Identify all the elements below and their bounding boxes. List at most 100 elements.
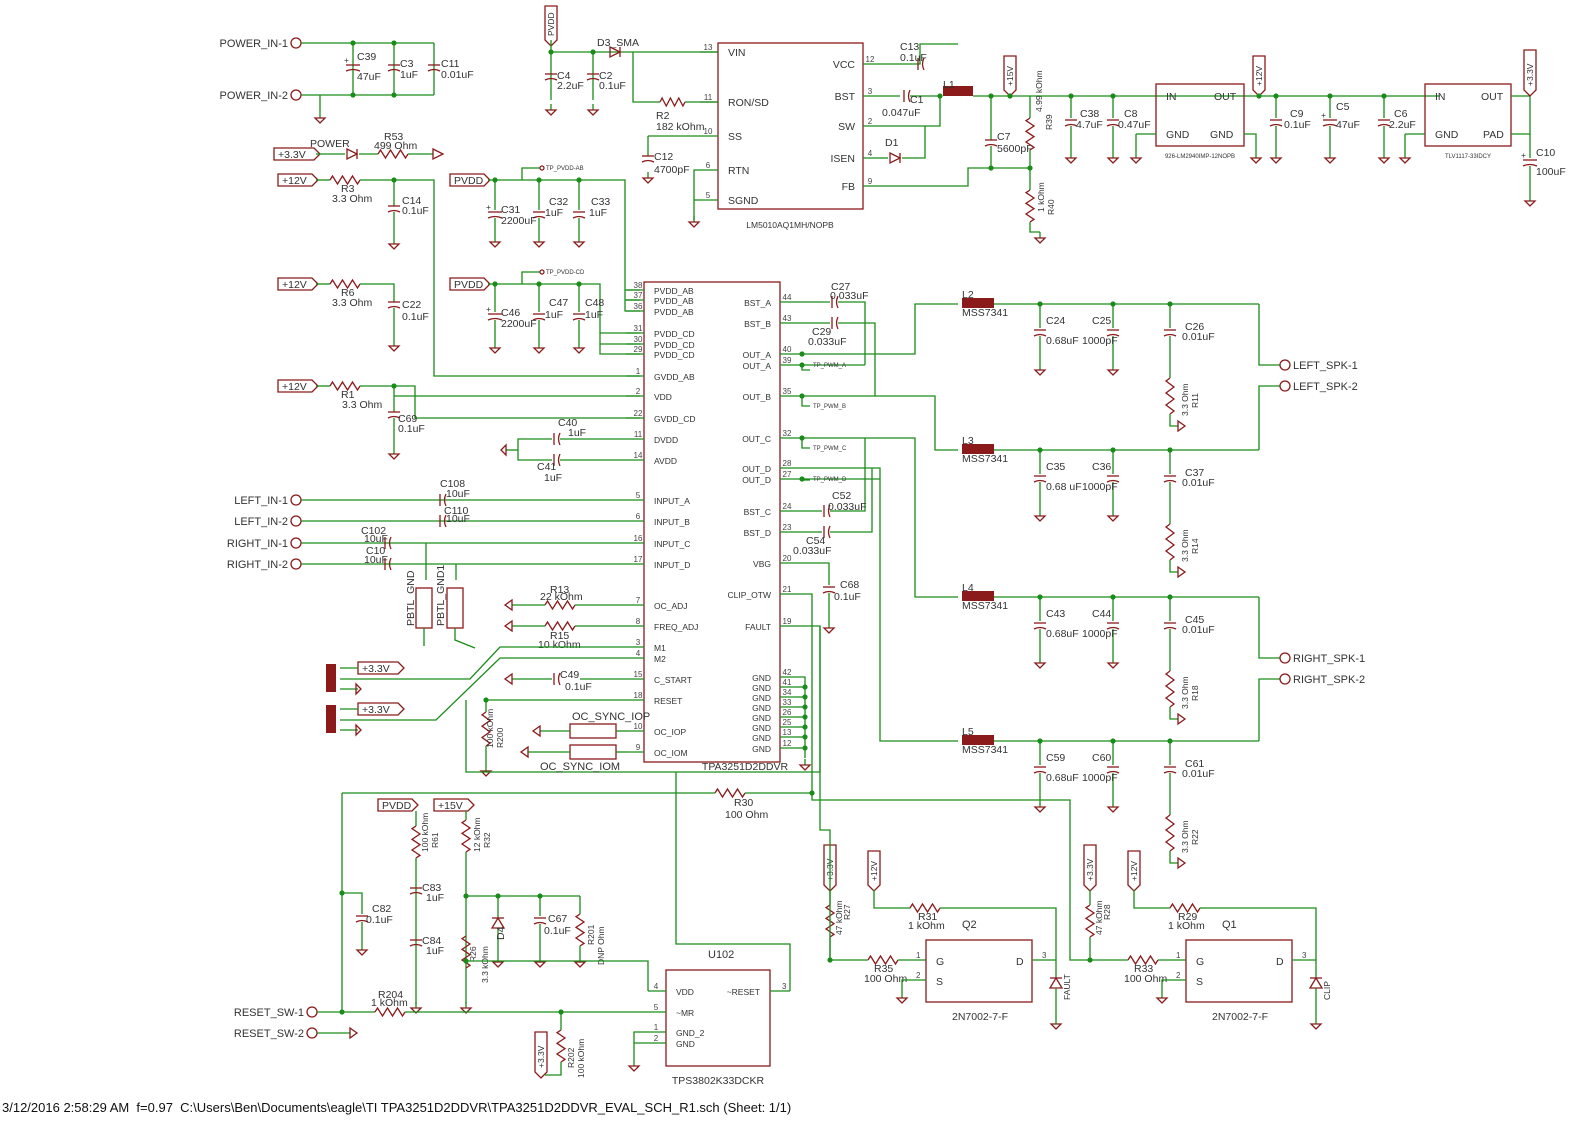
label: 3.3 Ohm — [332, 193, 373, 205]
ground-icon — [387, 345, 401, 352]
ground-icon — [1129, 157, 1143, 164]
pin-number: 5 — [636, 491, 641, 500]
ground-icon — [1249, 157, 1263, 164]
pin-number: 20 — [783, 554, 792, 563]
label: 1uF — [400, 69, 418, 81]
snubber-resistor — [1164, 523, 1176, 561]
supply-label: +12V — [869, 861, 879, 881]
supply-label: +3.3V — [278, 149, 306, 161]
pulldown-label: R27 — [842, 904, 852, 920]
capacitor — [388, 536, 392, 550]
r39-resistor — [1024, 117, 1036, 151]
label: R30 — [734, 797, 753, 809]
label: 1 kOhm — [1168, 920, 1205, 932]
label: C33 — [591, 196, 610, 208]
tps3802-part: TPS3802K33DCKR — [672, 1075, 765, 1087]
junction-dot — [339, 1009, 345, 1015]
pin-name: SGND — [728, 195, 759, 207]
label: 5600pF — [997, 143, 1033, 155]
arrow-icon — [432, 147, 445, 161]
pin-name: SW — [838, 121, 855, 133]
ground-icon — [572, 347, 586, 354]
junction-dot — [802, 734, 808, 740]
capacitor — [1033, 770, 1047, 774]
label: 0.033uF — [793, 545, 832, 557]
junction-dot — [350, 40, 356, 46]
tp-pwm-a: TP_PWM_A — [813, 363, 846, 369]
label: C110 — [444, 505, 468, 517]
r32-label: R32 — [482, 832, 492, 848]
ground-icon — [500, 443, 507, 457]
wire — [902, 126, 926, 159]
pin-number: 19 — [783, 617, 792, 626]
pin-name: GND — [676, 1039, 695, 1049]
electrolytic-capacitor — [345, 68, 361, 72]
pin-name: FB — [842, 181, 855, 193]
pin-name: INPUT_D — [654, 560, 690, 570]
label: R35 — [874, 963, 893, 975]
label: C36 — [1092, 461, 1111, 473]
pulldown-value: 47 kOhm — [834, 901, 844, 936]
wire — [819, 626, 831, 960]
snubber-value: 3.3 Ohm — [1180, 676, 1190, 709]
ground-icon — [1106, 157, 1120, 164]
electrolytic-capacitor — [487, 317, 503, 321]
wire — [360, 385, 640, 419]
wire — [454, 628, 476, 649]
wire — [838, 322, 876, 396]
pin-name: OC_IOM — [654, 748, 688, 758]
r3-resistor — [329, 174, 361, 186]
speaker-pad — [1279, 652, 1291, 664]
label: 4700pF — [654, 164, 690, 176]
label: 1uF — [544, 472, 562, 484]
ground-icon — [488, 347, 502, 354]
label: R1 — [341, 389, 355, 401]
capacitor — [1106, 479, 1120, 483]
pin-number: 9 — [636, 743, 641, 752]
pin-name: GND — [752, 703, 771, 713]
lm5010-part: LM5010AQ1MH/NOPB — [746, 220, 834, 230]
label: 100 Ohm — [725, 809, 768, 821]
ground-icon — [1033, 662, 1047, 669]
capacitor — [409, 891, 423, 895]
label: 0.01uF — [1182, 768, 1215, 780]
reset-sw-2-pad — [306, 1027, 318, 1039]
junction-dot — [802, 684, 808, 690]
input-pad — [290, 537, 302, 549]
label: 3 — [1302, 951, 1307, 960]
capacitor — [984, 143, 998, 147]
label: C32 — [549, 196, 568, 208]
label: 499 Ohm — [374, 140, 417, 152]
label: C38 — [1080, 108, 1099, 120]
ground-icon — [355, 723, 362, 737]
pin-name: GND — [752, 673, 771, 683]
inductor-value: MSS7341 — [962, 453, 1008, 465]
power-in-2-pad — [290, 89, 302, 101]
label: D — [1016, 956, 1024, 968]
pin-number: 12 — [783, 739, 792, 748]
pin-name: GND — [752, 723, 771, 733]
label: C22 — [402, 299, 421, 311]
pin-name: PVDD_CD — [654, 350, 695, 360]
capacitor — [1163, 770, 1177, 774]
pin-name: ISEN — [830, 153, 855, 165]
led-icon — [1308, 976, 1324, 989]
r15-resistor — [544, 620, 576, 632]
capacitor — [387, 209, 401, 213]
label: GND — [1166, 129, 1190, 141]
u102-ref: U102 — [708, 949, 734, 961]
pin-number: 4 — [654, 982, 659, 991]
diode-icon — [609, 45, 622, 59]
label: C3 — [400, 58, 414, 70]
capacitor — [641, 159, 655, 163]
ground-icon — [387, 453, 401, 460]
test-point — [539, 269, 545, 275]
tp-pvdd-ab: TP_PVDD-AB — [546, 166, 584, 172]
electrolytic-capacitor — [487, 215, 503, 219]
label: 2200uF — [501, 215, 537, 227]
label: 10uF — [446, 513, 470, 525]
pin-name: OC_ADJ — [654, 601, 688, 611]
label: 10uF — [446, 488, 470, 500]
wire — [545, 1062, 562, 1076]
